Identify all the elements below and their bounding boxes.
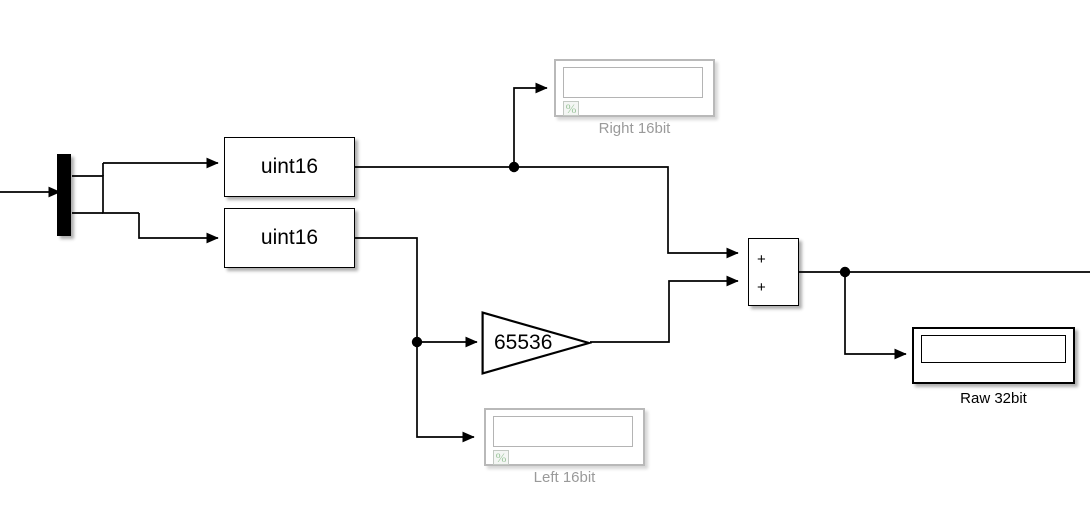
gain-value-label: 65536 <box>494 331 553 354</box>
display-right-16bit-block[interactable]: % <box>554 59 715 117</box>
wire-branch-to-display-raw <box>844 272 907 360</box>
convert-left-label: uint16 <box>260 226 319 249</box>
gain-triangle-icon <box>481 311 592 375</box>
junction-dot-left-branch <box>411 336 423 348</box>
wire-branch-to-display-right <box>513 82 548 167</box>
data-type-conversion-left-block[interactable]: uint16 <box>224 208 355 268</box>
comment-percent-glyph: % <box>495 450 507 465</box>
display-right-16bit-screen <box>563 67 703 98</box>
comment-percent-icon: % <box>493 450 509 465</box>
convert-right-label: uint16 <box>260 155 319 178</box>
junction-dot-sum-output <box>839 266 851 278</box>
data-type-conversion-right-block[interactable]: uint16 <box>224 137 355 197</box>
comment-percent-glyph: % <box>565 101 577 116</box>
wire-convert-right-to-sum <box>355 166 739 259</box>
sum-sign-input-2: + <box>757 279 766 296</box>
wire-gain-to-sum <box>590 275 739 343</box>
demux-block[interactable] <box>57 154 71 236</box>
sum-block[interactable]: + + <box>748 238 799 306</box>
display-left-16bit-caption: Left 16bit <box>533 469 596 486</box>
display-right-16bit-caption: Right 16bit <box>598 120 671 137</box>
gain-block[interactable]: 65536 <box>480 310 592 376</box>
display-raw-32bit-block[interactable] <box>912 327 1075 384</box>
display-left-16bit-block[interactable]: % <box>484 408 645 466</box>
display-raw-32bit-caption: Raw 32bit <box>960 390 1027 407</box>
comment-percent-icon: % <box>563 101 579 116</box>
junction-dot-right-branch <box>508 161 520 173</box>
wire-demux-port1-seg2 <box>138 213 219 244</box>
wire-demux-port1-to-convert-left <box>72 175 139 214</box>
display-raw-32bit-screen <box>921 335 1066 363</box>
display-left-16bit-screen <box>493 416 633 447</box>
sum-sign-input-1: + <box>757 251 766 268</box>
